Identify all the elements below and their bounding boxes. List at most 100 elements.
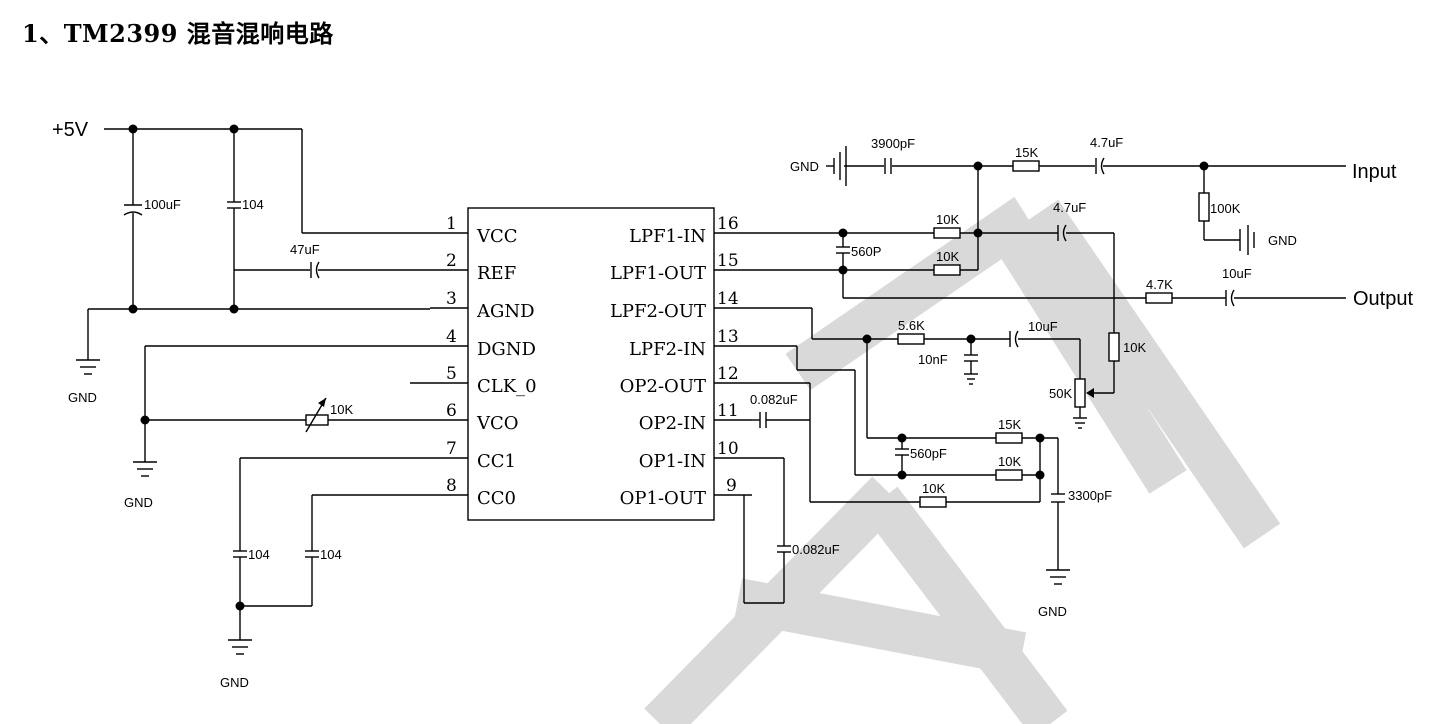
component-label: 10K (998, 454, 1021, 469)
gnd-symbol (76, 359, 100, 375)
resistor-15k-lpf2 (995, 432, 1023, 444)
component-label: 10K (936, 212, 959, 227)
lpf2-wiring (752, 307, 1115, 570)
dgnd-wiring (144, 345, 430, 462)
gnd-label: GND (68, 390, 97, 405)
component-label: 104 (242, 197, 264, 212)
capacitor-104-cc1 (233, 550, 247, 558)
component-label: 10uF (1222, 266, 1252, 281)
pin-number: 8 (446, 476, 457, 496)
ic-right-pins (714, 232, 752, 496)
pin-name: LPF2-IN (629, 339, 706, 360)
component-label: 5.6K (898, 318, 925, 333)
gnd-plate-symbol (833, 146, 847, 186)
pin-number: 4 (446, 327, 457, 347)
cc-wiring (239, 457, 430, 640)
pin-name: OP1-OUT (620, 488, 706, 509)
variable-resistor-10k (305, 397, 329, 433)
pin-name: LPF1-IN (629, 226, 706, 247)
component-label: 47uF (290, 242, 320, 257)
pin-name: CC1 (477, 451, 516, 472)
pin-name: REF (477, 263, 516, 284)
resistor-4-7k-output (1145, 292, 1173, 304)
gnd-symbol (133, 461, 157, 477)
capacitor-10uf-gnd (1239, 225, 1255, 255)
component-label: 4.7K (1146, 277, 1173, 292)
resistor-10k-mix (1108, 332, 1120, 362)
capacitor-560pf (895, 448, 909, 456)
component-label: 0.082uF (792, 542, 840, 557)
resistor-100k (1198, 192, 1210, 222)
component-label: 100uF (144, 197, 181, 212)
pin-number: 3 (446, 289, 457, 309)
resistor-5-6k (897, 333, 925, 345)
pin-number: 5 (446, 364, 457, 384)
pin-number: 9 (726, 476, 737, 496)
capacitor-0-082uf-op2 (759, 412, 767, 428)
component-label: 50K (1049, 386, 1072, 401)
capacitor-560p (836, 246, 850, 254)
component-label: 0.082uF (750, 392, 798, 407)
ic-body (467, 207, 715, 521)
capacitor-0-082uf-op1 (777, 545, 791, 553)
capacitor-output (1225, 289, 1235, 307)
pin-name: CC0 (477, 488, 516, 509)
gnd-label: GND (790, 159, 819, 174)
gnd-label: GND (220, 675, 249, 690)
component-label: 3900pF (871, 136, 915, 151)
pin-number: 16 (717, 214, 739, 234)
resistor-10k-lpf1-in (933, 227, 961, 239)
capacitor-104-supply (227, 201, 241, 209)
pin-number: 11 (717, 401, 739, 421)
component-label: 560P (851, 244, 881, 259)
pin-number: 14 (717, 289, 739, 309)
component-label: 10uF (1028, 319, 1058, 334)
pin-number: 2 (446, 251, 457, 271)
potentiometer-50k (1074, 378, 1094, 408)
pin-number: 7 (446, 439, 457, 459)
input-wiring (826, 165, 1346, 270)
component-label: 560pF (910, 446, 947, 461)
capacitor-4-7uf-mid (1057, 224, 1067, 242)
net-label-output: Output (1353, 288, 1413, 310)
component-label: 10K (922, 481, 945, 496)
pin-number: 12 (717, 364, 739, 384)
pin-name: AGND (476, 301, 535, 322)
capacitor-47uf (310, 261, 320, 279)
gnd-label: GND (1038, 604, 1067, 619)
pin-name: VCO (476, 413, 519, 434)
pin-name: DGND (477, 339, 536, 360)
op-wiring (743, 382, 1040, 604)
component-label: 15K (998, 417, 1021, 432)
pin-number: 6 (446, 401, 457, 421)
component-label: 104 (248, 547, 270, 562)
capacitor-104-cc0 (305, 550, 319, 558)
resistor-10k-lpf2 (995, 469, 1023, 481)
component-label: 104 (320, 547, 342, 562)
gnd-symbol (228, 639, 252, 655)
capacitor-4-7uf-input (1095, 157, 1105, 175)
resistor-15k-input (1012, 160, 1040, 172)
pin-name: OP2-IN (639, 413, 706, 434)
component-label: 10K (936, 249, 959, 264)
pin-name: VCC (476, 226, 518, 247)
gnd-label: GND (1268, 233, 1297, 248)
component-label: 3300pF (1068, 488, 1112, 503)
net-label-input: Input (1352, 161, 1397, 183)
component-label: 10K (1123, 340, 1146, 355)
pin-name: OP1-IN (639, 451, 706, 472)
gnd-symbol (1046, 569, 1070, 585)
component-label: 100K (1210, 201, 1241, 216)
pin-number: 1 (446, 214, 457, 234)
capacitor-100uf (123, 204, 143, 216)
component-label: 10nF (918, 352, 948, 367)
pin-number: 15 (717, 251, 739, 271)
pin-name: LPF2-OUT (610, 301, 706, 322)
resistor-10k-lpf1-out (933, 264, 961, 276)
component-label: 10K (330, 402, 353, 417)
component-label: 15K (1015, 145, 1038, 160)
capacitor-3900pf (884, 158, 892, 174)
component-label: 4.7uF (1090, 135, 1123, 150)
pin-number: 13 (717, 327, 739, 347)
